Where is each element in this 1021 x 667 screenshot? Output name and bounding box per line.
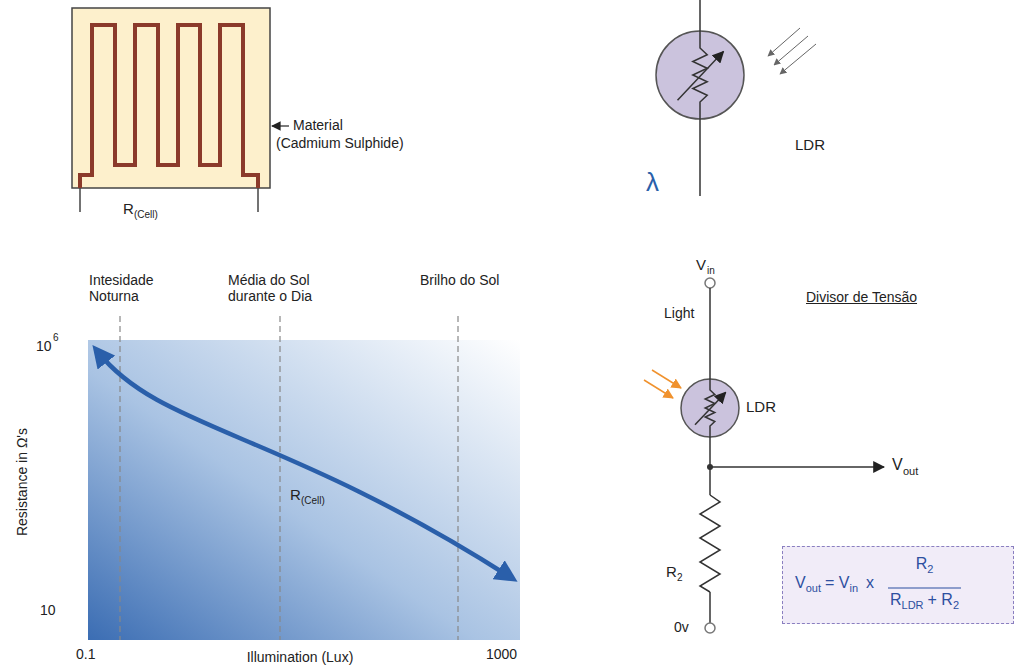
- subscript: (Cell): [301, 495, 325, 507]
- formula-subscript: 2: [927, 563, 933, 576]
- component-name: LDR: [746, 398, 776, 415]
- light-ray: [652, 370, 681, 388]
- superscript: 6: [53, 332, 59, 344]
- subscript: in: [707, 265, 715, 277]
- wire: [699, 0, 701, 30]
- formula-box: Vout= VinxR2RLDR+ R2: [782, 546, 1014, 624]
- wire: [709, 592, 711, 623]
- axis-tick: 0.1: [76, 646, 95, 662]
- part-name: Material: [293, 117, 343, 133]
- light-ray: [780, 44, 816, 74]
- output-arrow: [710, 466, 884, 468]
- terminal: [705, 623, 715, 633]
- axis-tick: 10: [36, 338, 52, 354]
- graph-area: [88, 340, 520, 640]
- terminal: [705, 278, 715, 288]
- light-ray: [768, 28, 800, 56]
- wire: [709, 288, 711, 378]
- level-note: Brilho do Sol: [420, 272, 500, 288]
- level-note: Média do Sol durante o Dia: [228, 272, 358, 304]
- subscript: 2: [677, 572, 683, 584]
- cell-lead: [79, 188, 81, 212]
- signal-name: 0v: [674, 619, 689, 635]
- component-name: R: [123, 200, 134, 217]
- cadmium-track: [80, 25, 258, 188]
- formula-term: x: [866, 574, 874, 592]
- symbol-letter: λ: [646, 168, 659, 198]
- curve-name: R: [290, 486, 301, 503]
- ldr-symbol: LDR: [680, 378, 740, 438]
- axis-title: Illumination (Lux): [247, 649, 354, 665]
- resistance-curve: [98, 352, 510, 577]
- component-name: R: [666, 563, 677, 580]
- formula-subscript: out: [806, 582, 821, 595]
- ldr-outline: [655, 30, 745, 120]
- fraction-line: [888, 587, 961, 588]
- formula-term: = V: [825, 574, 849, 592]
- cell-body: [72, 8, 270, 188]
- dashed-marker: [457, 316, 458, 640]
- variable-arrow: [678, 52, 724, 101]
- axis-tick: 10: [40, 602, 56, 618]
- dashed-marker: [119, 316, 120, 640]
- signal-name: V: [892, 456, 903, 474]
- axis-tick: 1000: [486, 646, 517, 662]
- dashed-marker: [279, 316, 280, 640]
- formula-subscript: LDR: [902, 599, 924, 612]
- formula-term: + R: [928, 591, 953, 609]
- ldr-circle: [656, 31, 744, 119]
- ldr-symbol: LDR: [655, 30, 745, 120]
- light-ray: [774, 36, 808, 65]
- ldr-outline: [680, 378, 740, 438]
- level-note: Intesidade Noturna: [89, 272, 184, 304]
- axis-title: Resistance in Ω's: [14, 428, 30, 536]
- ldr-circle: [681, 379, 739, 437]
- resistor-zigzag: [693, 30, 707, 120]
- part-name: (Cadmium Sulphide): [276, 135, 404, 151]
- signal-name: Light: [664, 305, 694, 321]
- cell-lead: [257, 188, 259, 212]
- formula-term: R: [890, 591, 902, 609]
- leader-arrow: [272, 125, 289, 126]
- formula-term: R: [916, 555, 928, 573]
- subscript: (Cell): [134, 209, 158, 221]
- formula-term: V: [795, 574, 806, 592]
- diagram-heading: Divisor de Tensão: [806, 289, 917, 305]
- signal-name: V: [696, 256, 706, 273]
- component-name: LDR: [795, 136, 825, 153]
- resistor-symbol: [700, 495, 720, 592]
- variable-arrow: [695, 392, 726, 424]
- subscript: out: [903, 465, 918, 478]
- wire: [699, 120, 701, 196]
- formula-subscript: 2: [953, 599, 959, 612]
- light-ray: [644, 380, 673, 398]
- formula-subscript: in: [849, 582, 858, 595]
